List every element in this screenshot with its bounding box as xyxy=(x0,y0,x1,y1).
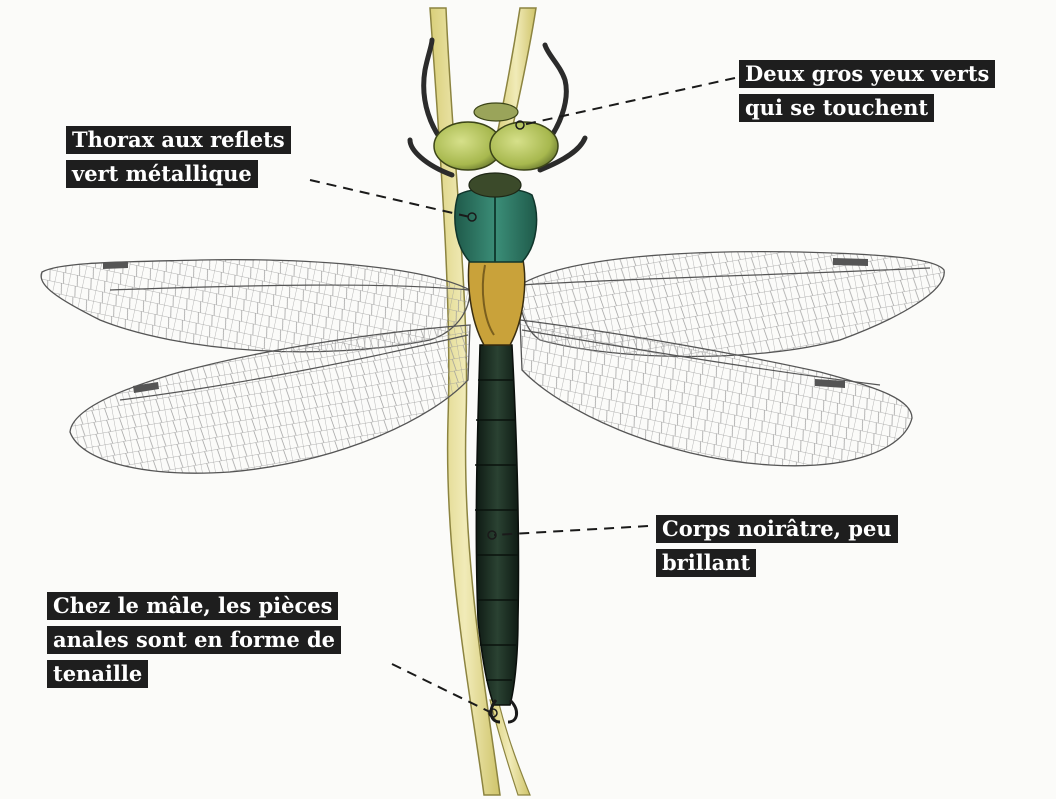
label-body-line-1: Corps noirâtre, peu xyxy=(656,515,898,543)
label-anal-line-1: Chez le mâle, les pièces xyxy=(47,592,338,620)
abdomen xyxy=(475,345,519,705)
label-eyes-line-1: Deux gros yeux verts xyxy=(739,60,995,88)
label-thorax-line-1: Thorax aux reflets xyxy=(66,126,291,154)
label-thorax: Thorax aux reflets vert métallique xyxy=(66,126,291,194)
label-anal-line-2: anales sont en forme de xyxy=(47,626,341,654)
leader-line-eyes xyxy=(522,78,735,125)
thorax xyxy=(455,188,537,262)
label-body-line-2: brillant xyxy=(656,549,756,577)
label-anal-line-3: tenaille xyxy=(47,660,148,688)
thorax-lower xyxy=(469,255,525,345)
label-eyes-line-2: qui se touchent xyxy=(739,94,934,122)
label-anal-appendages: Chez le mâle, les pièces anales sont en … xyxy=(47,592,341,694)
label-body: Corps noirâtre, peu brillant xyxy=(656,515,898,583)
label-eyes: Deux gros yeux verts qui se touchent xyxy=(739,60,995,128)
label-thorax-line-2: vert métallique xyxy=(66,160,258,188)
